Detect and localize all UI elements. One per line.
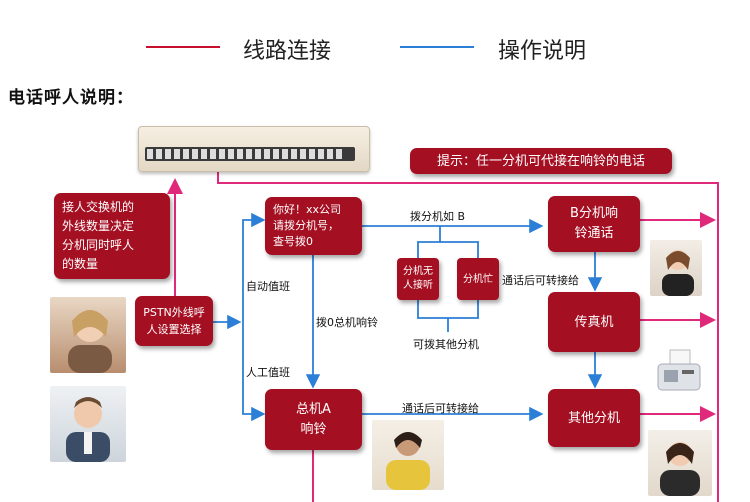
ext-b-line-1: B分机响 [570,206,618,221]
ext-b-box: B分机响 铃通话 [548,196,640,252]
label-manual-attendant: 人工值班 [246,366,290,379]
label-can-dial-other: 可拨其他分机 [413,338,479,351]
person-icon [68,310,112,373]
note-line-4: 的数量 [62,257,99,271]
label-transfer-1: 通话后可转接给 [502,274,579,287]
note-line-3: 分机同时呼人 [62,238,135,252]
person-icon [386,432,430,490]
no-answer-line-1: 分机无 [403,266,433,277]
other-ext-box: 其他分机 [548,389,640,447]
other-ext-person-photo [648,430,712,496]
hint-box: 提示：任一分机可代接在响铃的电话 [410,148,672,174]
operator-line-2: 响铃 [300,421,327,437]
ext-b-line-2: 铃通话 [574,226,614,241]
legend-line-connection: 线路连接 [243,39,332,64]
legend-red-line [146,46,220,48]
legend-blue-line [400,46,474,48]
label-transfer-2: 通话后可转接给 [402,402,479,415]
fax-machine-photo [652,344,706,396]
pbx-port-grid [147,149,343,159]
greeting-box: 你好！xx公司 请拨分机号， 查号拨0 [265,197,362,255]
label-dial-b: 拨分机如 B [410,210,466,223]
person-icon [66,397,110,462]
person-icon [662,250,694,296]
man-caller-photo [50,386,126,462]
pstn-line-2: 人设置选择 [146,323,202,336]
pstn-line-1: PSTN外线呼 [143,306,205,319]
greeting-line-1: 你好！xx公司 [273,203,342,216]
operator-box: 总机A 响铃 [265,389,362,450]
busy-box: 分机忙 [457,258,499,300]
pbx-device [138,126,370,172]
pstn-box: PSTN外线呼 人设置选择 [135,296,213,346]
section-title: 电话呼人说明： [8,88,134,108]
greeting-line-3: 查号拨0 [273,235,313,248]
note-box: 接人交换机的 外线数量决定 分机同时呼人 的数量 [54,193,170,279]
label-auto-attendant: 自动值班 [246,280,290,293]
other-ext-text: 其他分机 [567,410,620,426]
woman-caller-photo [50,297,126,373]
label-dial-zero: 拨0总机响铃 [316,316,378,329]
greeting-line-2: 请拨分机号， [273,219,339,232]
fax-text: 传真机 [574,314,614,330]
operator-line-1: 总机A [296,401,331,417]
fax-icon [657,349,701,391]
note-line-1: 接人交换机的 [62,200,135,214]
ext-b-person-photo [650,240,702,296]
fax-box: 传真机 [548,292,640,352]
hint-text: 提示：任一分机可代接在响铃的电话 [436,153,645,169]
person-icon [660,442,700,496]
note-line-2: 外线数量决定 [62,219,135,233]
operator-photo [372,420,444,490]
legend-operation-note: 操作说明 [498,39,587,64]
busy-text: 分机忙 [463,273,493,285]
no-answer-line-2: 人接听 [403,280,433,291]
no-answer-box: 分机无 人接听 [397,258,439,300]
